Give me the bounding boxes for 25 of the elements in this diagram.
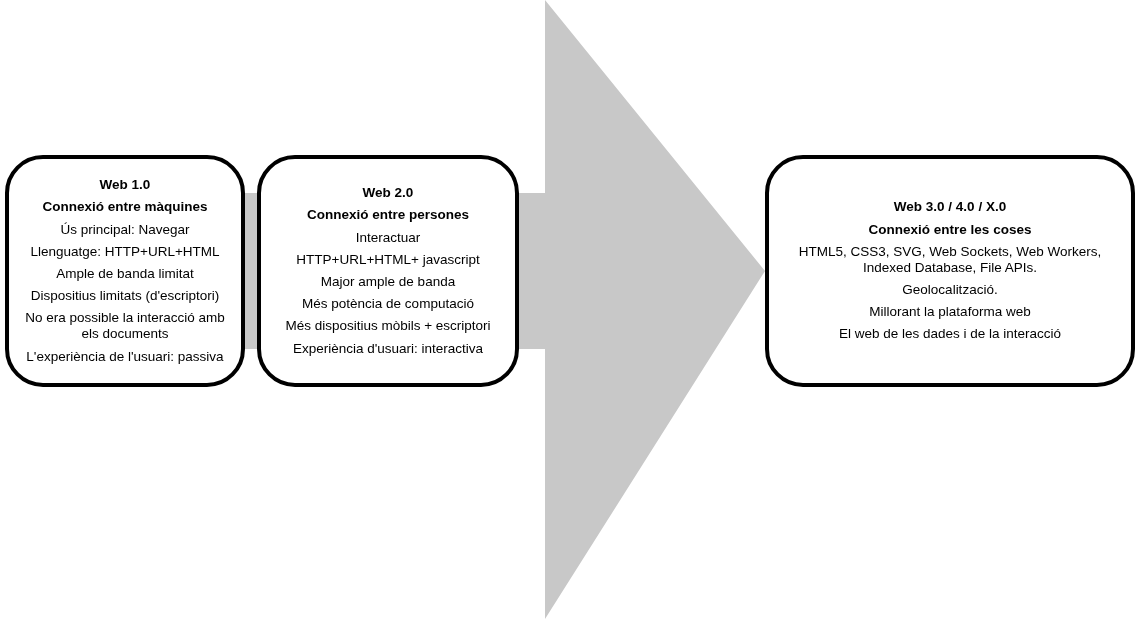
box-text: Millorant la plataforma web (869, 304, 1031, 321)
box-text: El web de les dades i de la interacció (838, 326, 1062, 343)
box-text: Dispositius limitats (d'escriptori) (30, 288, 220, 305)
box-text: Ús principal: Navegar (60, 221, 190, 238)
rounded-box (257, 155, 519, 387)
box-subtitle: Connexió entre màquines (42, 199, 208, 216)
box-text: Major ample de banda (320, 274, 456, 291)
box-text: HTML5, CSS3, SVG, Web Sockets, Web Workers, Indexed Database, File APIs. (797, 243, 1103, 277)
box-text: Més potència de computació (302, 296, 474, 313)
box-subtitle: Connexió entre persones (306, 207, 469, 224)
box-text: L'experiència de l'usuari: passiva (26, 348, 224, 365)
box-subtitle: Connexió entre les coses (868, 221, 1032, 238)
box-title: Web 3.0 / 4.0 / X.0 (893, 199, 1007, 216)
box-text: Experiència d'usuari: interactiva (292, 340, 484, 357)
box-title: Web 1.0 (99, 177, 151, 194)
rounded-box (765, 155, 1135, 387)
box-text: Geolocalització. (902, 282, 998, 299)
box-text: HTTP+URL+HTML+ javascript (296, 251, 480, 268)
rounded-box (5, 155, 245, 387)
box-text: Més dispositius mòbils + escriptori (285, 318, 491, 335)
box-text: No era possible la interacció amb els documents (24, 310, 226, 343)
box-text: Ample de banda limitat (56, 265, 194, 283)
box-text: Interactuar (355, 229, 421, 246)
box-title: Web 2.0 (362, 185, 414, 202)
box-text: Llenguatge: HTTP+URL+HTML (30, 243, 220, 260)
